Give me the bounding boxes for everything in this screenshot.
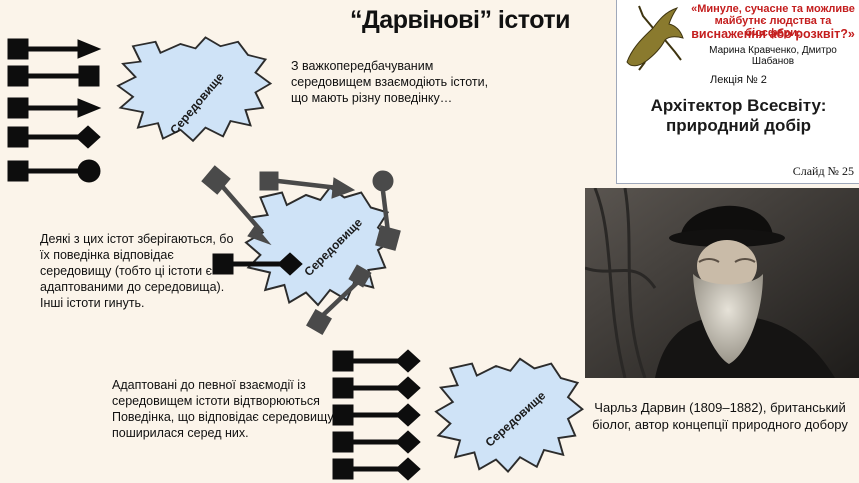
behaviour-symbols-group-3: [332, 349, 421, 481]
gray-square-symbol: [259, 171, 356, 199]
series-title: «Минуле, сучасне та можливе майбутнє люд…: [691, 3, 855, 39]
arrow-symbol: [7, 38, 102, 60]
diamond-end-symbol: [332, 457, 421, 481]
behaviour-symbols-group-1: [7, 38, 102, 183]
authors: Марина Кравченко, Дмитро Шабанов: [709, 45, 837, 67]
text-survival: Деякі з цих істот зберігаються, бо їх по…: [40, 232, 234, 310]
square-end-symbol: [7, 65, 100, 87]
gray-circle-symbol: [372, 170, 401, 251]
darwin-portrait: [585, 188, 859, 378]
diamond-end-symbol: [332, 403, 421, 427]
circle-end-symbol: [7, 159, 101, 183]
text-interaction: З важкопередбачуваним середовищем взаємо…: [291, 59, 489, 105]
portrait-image: [585, 188, 859, 378]
gray-square-symbol: [306, 264, 372, 335]
bouncing-symbols: [201, 165, 401, 335]
environment-blob-1: [117, 36, 272, 142]
lecture-number: Лекція № 2: [710, 74, 767, 86]
slide-number: Слайд № 25: [792, 164, 854, 178]
environment-blob-2: [245, 186, 394, 306]
adapted-diamond-symbol: [212, 252, 303, 276]
lecture-header-panel: «Минуле, сучасне та можливе майбутнє люд…: [616, 0, 859, 184]
gray-square-symbol: [201, 165, 272, 246]
diamond-end-symbol: [332, 376, 421, 400]
portrait-caption: Чарльз Дарвин (1809–1882), британський б…: [592, 400, 848, 432]
text-reproduction: Адаптовані до певної взаємодії із середо…: [112, 378, 336, 440]
lizard-logo-icon: [626, 5, 684, 71]
series-subtitle: виснаження або розквіт?»: [691, 27, 855, 41]
diamond-end-symbol: [332, 349, 421, 373]
diamond-end-symbol: [7, 125, 101, 149]
slide-title: “Дарвінові” істоти: [350, 6, 570, 34]
arrow-symbol: [7, 97, 102, 119]
lecture-title: Архітектор Всесвіту: природний добір: [650, 96, 827, 135]
diamond-end-symbol: [332, 430, 421, 454]
